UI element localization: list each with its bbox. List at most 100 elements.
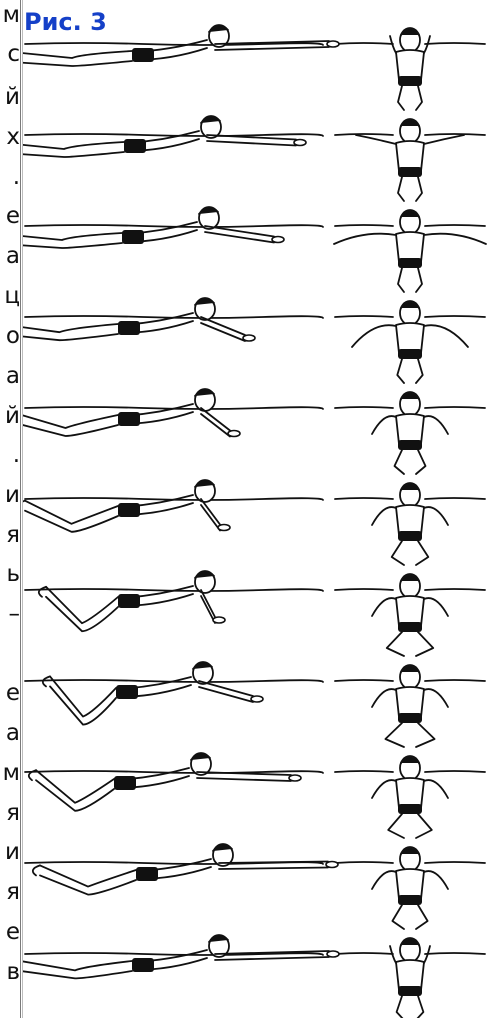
front-leg-right: [416, 814, 432, 838]
text-fragment: а: [0, 363, 20, 389]
swimmer-leg-top: [23, 51, 132, 58]
phase-row: [25, 753, 485, 838]
swimmer-trunks: [118, 321, 140, 335]
text-fragment: и: [0, 482, 20, 508]
swimmer-leg-top: [23, 413, 118, 429]
swimmer-hand: [218, 525, 230, 531]
front-arm-right: [424, 325, 468, 347]
swimmer-leg-bottom: [25, 511, 118, 532]
front-leg-right: [416, 268, 422, 292]
front-torso: [396, 232, 424, 262]
waterline-front-right: [425, 407, 485, 408]
waterline-front-right: [425, 225, 485, 226]
text-fragment: м: [0, 2, 20, 28]
swimmer-hand: [272, 237, 284, 243]
front-arm-right: [424, 234, 486, 244]
swimmer-arm-lower: [215, 47, 329, 50]
front-leg-left: [398, 177, 404, 201]
swimmer-trunks: [118, 503, 140, 517]
front-leg-right: [416, 632, 433, 656]
front-trunks: [398, 531, 422, 541]
swimmer-leg-bottom: [23, 152, 124, 157]
front-arm-right: [424, 689, 448, 707]
swimmer-leg-bottom: [36, 780, 114, 811]
swimmer-hand: [213, 617, 225, 623]
phase-row: [25, 844, 485, 929]
front-trunks: [398, 440, 422, 450]
swimmer-trunks: [132, 48, 154, 62]
phase-row: [23, 935, 485, 1018]
front-leg-right: [416, 86, 422, 110]
text-fragment: й: [0, 84, 20, 110]
text-fragment: м: [0, 760, 20, 786]
swimmer-hand: [326, 862, 338, 868]
front-torso: [396, 414, 424, 444]
front-leg-left: [392, 541, 404, 565]
waterline-front-right: [425, 316, 485, 317]
front-torso: [396, 687, 424, 717]
front-trunks: [398, 895, 422, 905]
swimmer-trunks: [122, 230, 144, 244]
front-arm-right: [424, 135, 464, 144]
waterline-front-left: [335, 225, 393, 226]
front-leg-left: [388, 814, 404, 838]
swimmer-hand: [243, 335, 255, 341]
text-fragment: .: [0, 164, 20, 190]
front-arm-left: [356, 135, 396, 144]
waterline-front-left: [335, 43, 393, 44]
swimmer-trunks: [132, 958, 154, 972]
front-arm-left: [334, 234, 396, 244]
swimmer-leg-bottom: [23, 334, 118, 340]
swimmer-hand: [251, 696, 263, 702]
waterline-front-right: [425, 43, 485, 44]
front-trunks: [398, 76, 422, 86]
waterline-front-right: [425, 134, 485, 135]
front-trunks: [398, 986, 422, 996]
front-arm-left: [372, 598, 396, 616]
waterline-front-right: [425, 498, 485, 499]
swimmer-leg-bottom: [23, 423, 118, 437]
phase-row: [25, 571, 485, 656]
front-arm-right: [424, 598, 448, 616]
front-leg-right: [416, 450, 426, 474]
front-trunks: [398, 622, 422, 632]
waterline-front-left: [335, 316, 393, 317]
text-fragment: а: [0, 243, 20, 269]
text-fragment: –: [0, 601, 20, 627]
waterline-front-left: [335, 498, 393, 499]
text-fragment: е: [0, 203, 20, 229]
front-leg-left: [397, 359, 404, 383]
text-fragment: о: [0, 323, 20, 349]
swimmer-hand: [327, 41, 339, 47]
phase-row: [23, 207, 486, 292]
front-leg-right: [416, 177, 422, 201]
text-fragment: ц: [0, 283, 20, 309]
figure-caption: Рис. 3: [24, 8, 111, 36]
swimmer-trunks: [124, 139, 146, 153]
swimmer-arm-upper: [201, 590, 215, 617]
front-arm-left: [352, 325, 396, 347]
front-leg-right: [416, 996, 423, 1018]
front-torso: [396, 50, 424, 80]
front-leg-right: [416, 723, 435, 747]
swimmer-hand: [294, 140, 306, 146]
text-fragment: я: [0, 522, 20, 548]
waterline-front-right: [425, 589, 485, 590]
front-arm-left: [372, 416, 396, 434]
swimmer-arm-upper: [201, 499, 220, 525]
front-trunks: [398, 713, 422, 723]
swimmer-hand: [289, 775, 301, 781]
front-leg-right: [416, 905, 428, 929]
figure-border: [20, 0, 21, 1018]
front-arm-left: [372, 780, 396, 798]
front-torso: [396, 505, 424, 535]
text-fragment: .: [0, 442, 20, 468]
waterline-front-left: [335, 771, 393, 772]
front-trunks: [398, 349, 422, 359]
front-torso: [396, 323, 424, 353]
swimmer-leg-top: [40, 865, 136, 886]
swimmer-leg-top: [23, 324, 118, 332]
phase-row: [23, 389, 485, 474]
swimmer-leg-top: [23, 233, 122, 240]
front-arm-right: [424, 416, 448, 434]
